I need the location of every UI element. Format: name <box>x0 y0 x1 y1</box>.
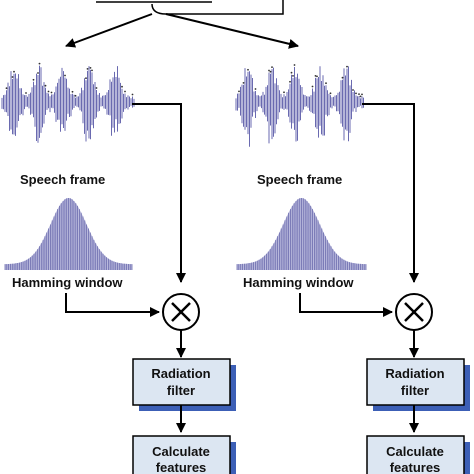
waveform-dot <box>86 68 89 70</box>
waveform-dot <box>283 91 285 94</box>
waveform-dot <box>346 65 348 68</box>
waveform-dot <box>316 75 318 78</box>
radiation-filter-box-right <box>366 358 465 406</box>
waveform-dot <box>293 64 296 66</box>
left-branch: Speech frame Hamming window Radiation fi… <box>1 62 236 474</box>
waveform-dot <box>5 87 8 90</box>
waveform-dot <box>91 69 93 72</box>
hamming-window-label-right: Hamming window <box>243 275 354 290</box>
calculate-features-line2-right: features <box>390 460 441 474</box>
speech-frame-label-right: Speech frame <box>257 172 342 187</box>
waveform-dot <box>358 93 360 95</box>
speech-frame-label-left: Speech frame <box>20 172 105 187</box>
waveform-dot <box>242 82 245 84</box>
circle-times-icon <box>395 293 433 331</box>
waveform-dot <box>352 89 354 91</box>
radiation-filter-line2-left: filter <box>167 383 195 398</box>
waveform-dot <box>314 75 317 77</box>
window-to-multiply-arrow-left <box>65 293 160 317</box>
circle-times-icon <box>162 293 200 331</box>
calculate-features-line2-left: features <box>156 460 207 474</box>
waveform-dot <box>85 77 87 80</box>
calculate-features-line1-left: Calculate <box>152 444 210 459</box>
waveform-dot <box>11 76 14 78</box>
hamming-window-right <box>236 198 367 270</box>
waveform-dot <box>89 67 92 69</box>
waveform-dot <box>290 71 293 74</box>
waveform-dot <box>355 92 357 95</box>
waveform-dot <box>292 75 294 77</box>
window-to-multiply-arrow-right <box>299 293 393 317</box>
waveform-dot <box>325 82 327 85</box>
waveform-dot <box>254 88 257 90</box>
radiation-filter-box-left <box>132 358 231 406</box>
waveform-dot <box>247 68 249 71</box>
radiation-filter-line1-left: Radiation <box>151 366 210 381</box>
waveform-dot <box>44 84 47 87</box>
waveform-dot <box>50 91 53 94</box>
frame-to-multiply-arrow-left <box>132 103 186 283</box>
frame-to-multiply-arrow-right <box>362 103 419 283</box>
waveform-dot <box>271 66 273 68</box>
split-arrow-left <box>65 13 153 48</box>
waveform-dot <box>289 80 291 83</box>
waveform-dot <box>121 85 123 88</box>
radiation-filter-line2-right: filter <box>401 383 429 398</box>
calculate-features-box-right <box>366 435 465 474</box>
waveform-dot <box>71 90 74 93</box>
waveform-dot <box>341 76 344 79</box>
waveform-dot <box>47 90 50 93</box>
waveform-dot <box>13 70 15 73</box>
waveform-dot <box>268 69 270 72</box>
waveform-dot <box>95 87 98 89</box>
hamming-window-left <box>4 198 133 270</box>
speech-waveform-right <box>235 64 364 147</box>
waveform-dot <box>37 72 39 74</box>
split-arrow-right <box>165 13 299 49</box>
waveform-dot <box>238 90 240 93</box>
calculate-features-line1-right: Calculate <box>386 444 444 459</box>
waveform-dot <box>124 90 126 93</box>
waveform-dot <box>311 85 314 88</box>
waveform-dot <box>269 70 272 73</box>
hamming-window-label-left: Hamming window <box>12 275 123 290</box>
waveform-dot <box>329 92 332 95</box>
right-branch: Speech frame Hamming window Radiation fi… <box>235 64 470 474</box>
waveform-dot <box>131 93 134 96</box>
waveform-dot <box>64 74 66 77</box>
speech-waveform-left <box>1 62 135 143</box>
waveform-dot <box>359 95 362 98</box>
waveform-dot <box>74 94 77 97</box>
waveform-dot <box>361 93 363 96</box>
top-source <box>65 0 299 49</box>
waveform-dot <box>32 78 35 81</box>
waveform-dot <box>25 92 27 94</box>
radiation-filter-line1-right: Radiation <box>385 366 444 381</box>
calculate-features-box-left <box>132 435 231 474</box>
waveform-dot <box>38 62 41 65</box>
